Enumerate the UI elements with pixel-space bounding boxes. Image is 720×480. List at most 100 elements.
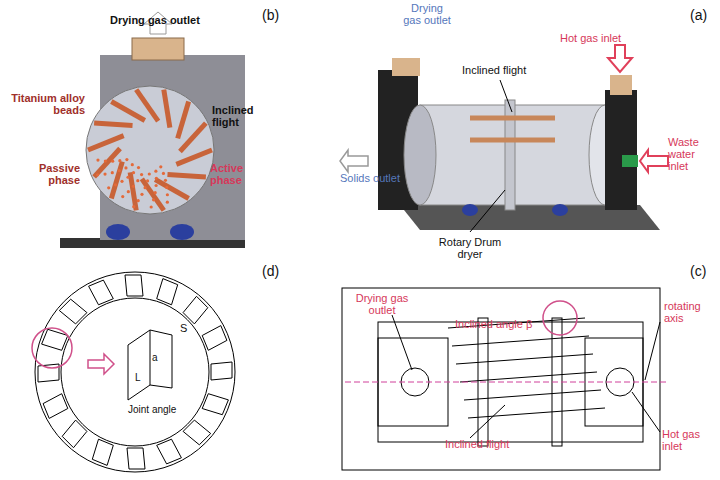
flight (88, 136, 124, 150)
flight (127, 448, 145, 469)
bead (166, 201, 169, 204)
text-label: S (180, 322, 192, 334)
gas-duct (392, 58, 420, 76)
support-roller (552, 204, 568, 216)
bead (146, 179, 149, 182)
bead (166, 193, 169, 196)
text-label: Inclined flight (445, 438, 545, 450)
flight (202, 326, 227, 351)
inclined-flight (468, 408, 605, 418)
bead (111, 171, 114, 174)
drum-end (404, 105, 436, 205)
bead (131, 163, 134, 166)
flight (157, 439, 182, 464)
text-label: Passive phase (10, 162, 80, 186)
bead (121, 195, 124, 198)
text-label: (a) (690, 8, 720, 23)
text-label: Solids outlet (340, 172, 400, 184)
bead (96, 158, 99, 161)
bead (154, 170, 157, 173)
bead (152, 198, 155, 201)
flight (211, 362, 232, 380)
leader-line (632, 392, 660, 432)
text-label: Inclined flight (462, 64, 562, 76)
bead (127, 190, 130, 193)
inclined-flight (460, 372, 597, 382)
flight (136, 90, 158, 122)
leader-line (500, 80, 512, 112)
frame (342, 288, 660, 470)
text-label: Hot gas inlet (662, 428, 718, 452)
drum-inner (61, 298, 209, 446)
bead (137, 199, 140, 202)
flight (94, 123, 132, 126)
flight (92, 439, 113, 465)
flight (111, 162, 122, 199)
flight (183, 420, 211, 445)
leader-line (470, 190, 505, 232)
rotating-axis (345, 382, 668, 383)
bead (107, 186, 110, 189)
bead (159, 165, 162, 168)
inclined-flight (452, 336, 589, 346)
bead (132, 171, 135, 174)
flight (202, 394, 228, 415)
bead (144, 186, 147, 189)
text-label: a (152, 352, 164, 363)
flight (155, 180, 188, 199)
water-nozzle (622, 155, 638, 167)
text-label: (d) (262, 264, 292, 279)
bead (164, 179, 167, 182)
bead (125, 158, 128, 161)
gas-duct (610, 75, 632, 95)
leader-line (392, 315, 412, 370)
bead (118, 169, 121, 172)
flight (167, 174, 205, 177)
bead (162, 172, 165, 175)
inclined-flight (456, 354, 593, 364)
bead (155, 177, 158, 180)
leader-line (470, 405, 505, 438)
text-label: (b) (262, 8, 292, 23)
flights (88, 90, 212, 211)
bead (111, 160, 114, 163)
support-roller (170, 224, 194, 240)
flight (94, 148, 120, 176)
flight (89, 280, 114, 305)
inlet-arrow (608, 45, 632, 72)
flights (38, 275, 232, 469)
outlet-port (401, 368, 429, 396)
flight (164, 90, 170, 128)
bead (132, 205, 135, 208)
bead (140, 173, 143, 176)
bead (155, 184, 158, 187)
text-label: Hot gas inlet (560, 32, 650, 44)
flight (62, 420, 87, 448)
text-label: Drying gas outlet (110, 14, 250, 26)
bead (165, 186, 168, 189)
text-label: Waste water inlet (668, 136, 718, 172)
flight (183, 296, 208, 324)
bead (140, 193, 143, 196)
detail-circle (32, 328, 72, 368)
bead (154, 191, 157, 194)
flight (157, 279, 178, 305)
flight (142, 179, 164, 211)
bead (148, 172, 151, 175)
text-label: rotating axis (664, 300, 720, 324)
flight (38, 364, 59, 382)
flight (130, 172, 136, 210)
bead (150, 205, 153, 208)
text-label: Drying gas outlet (352, 292, 412, 316)
support-roller (106, 224, 130, 240)
text-label: Titanium alloy beads (0, 92, 85, 116)
bead (120, 180, 123, 183)
bead (114, 183, 117, 186)
drum-circle (35, 272, 235, 472)
flight (43, 394, 68, 419)
flight (59, 299, 87, 324)
text-label: Drying gas outlet (402, 2, 452, 26)
text-label: Inclined flight (212, 104, 272, 128)
text-label: Joint angle (128, 404, 208, 415)
